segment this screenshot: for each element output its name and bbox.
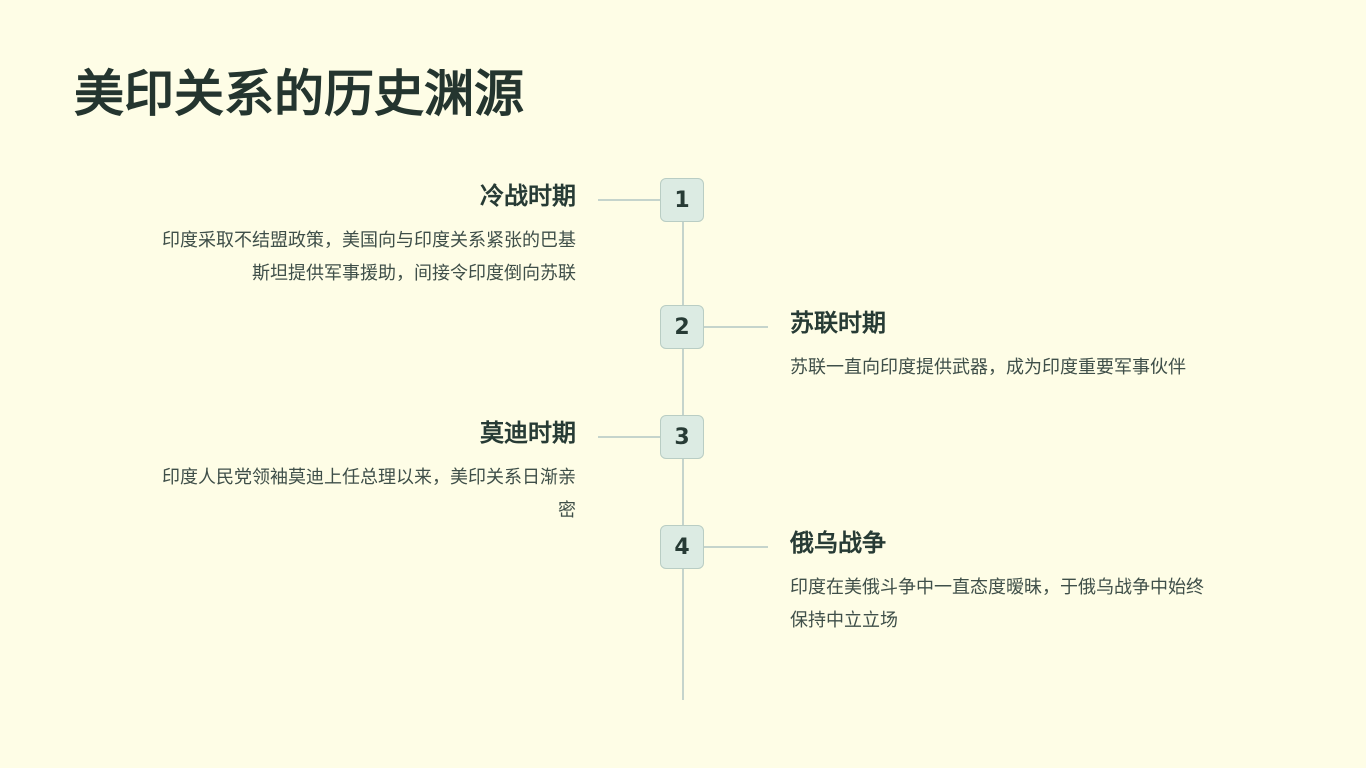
timeline-item-description: 印度在美俄斗争中一直态度暧昧，于俄乌战争中始终 保持中立立场 [790,571,1290,638]
description-line: 印度在美俄斗争中一直态度暧昧，于俄乌战争中始终 [790,577,1204,599]
description-line: 苏联一直向印度提供武器，成为印度重要军事伙伴 [790,357,1186,379]
timeline-item-title: 俄乌战争 [790,529,886,557]
timeline-item-description: 印度人民党领袖莫迪上任总理以来，美印关系日渐亲 密 [86,461,576,528]
page-title: 美印关系的历史渊源 [74,65,524,123]
timeline-item-1: 冷战时期 印度采取不结盟政策，美国向与印度关系紧张的巴基 斯坦提供军事援助，间接… [86,181,576,291]
step-3-badge: 3 [660,415,704,459]
timeline-item-2: 苏联时期 苏联一直向印度提供武器，成为印度重要军事伙伴 [790,308,1290,384]
connector-2 [704,326,768,328]
connector-4 [704,546,768,548]
step-2-badge: 2 [660,305,704,349]
timeline-item-3: 莫迪时期 印度人民党领袖莫迪上任总理以来，美印关系日渐亲 密 [86,418,576,528]
connector-3 [598,436,660,438]
step-4-badge: 4 [660,525,704,569]
timeline-item-4: 俄乌战争 印度在美俄斗争中一直态度暧昧，于俄乌战争中始终 保持中立立场 [790,528,1290,638]
timeline-item-title: 莫迪时期 [480,419,576,447]
timeline-item-description: 苏联一直向印度提供武器，成为印度重要军事伙伴 [790,351,1290,384]
description-line: 保持中立立场 [790,610,898,632]
description-line: 斯坦提供军事援助，间接令印度倒向苏联 [252,263,576,285]
connector-1 [598,199,660,201]
description-line: 密 [558,500,576,522]
description-line: 印度人民党领袖莫迪上任总理以来，美印关系日渐亲 [162,467,576,489]
timeline-item-title: 冷战时期 [480,182,576,210]
step-1-badge: 1 [660,178,704,222]
description-line: 印度采取不结盟政策，美国向与印度关系紧张的巴基 [162,230,576,252]
timeline-item-title: 苏联时期 [790,309,886,337]
timeline-item-description: 印度采取不结盟政策，美国向与印度关系紧张的巴基 斯坦提供军事援助，间接令印度倒向… [86,224,576,291]
